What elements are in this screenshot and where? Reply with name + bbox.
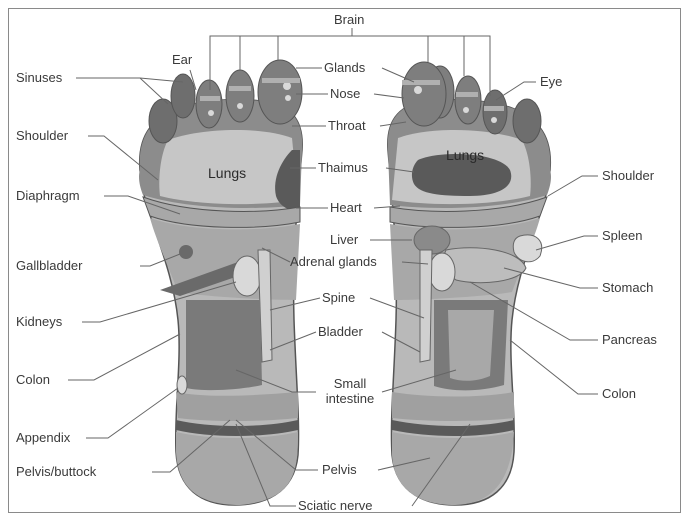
right-foot-toe-5 bbox=[513, 99, 541, 143]
label-shoulder-left: Shoulder bbox=[16, 128, 68, 143]
label-shoulder-right: Shoulder bbox=[602, 168, 654, 183]
left-foot-gallbladder-spot bbox=[179, 245, 193, 259]
right-foot-kidney bbox=[429, 253, 455, 291]
colon-right-leader bbox=[510, 340, 598, 394]
label-liver: Liver bbox=[330, 232, 358, 247]
right-foot-toe-dot bbox=[463, 107, 469, 113]
label-ear: Ear bbox=[172, 52, 192, 67]
right-foot: Lungs bbox=[388, 62, 551, 505]
left-foot-appendix bbox=[177, 376, 187, 394]
label-small-intestine-line1: Small bbox=[316, 376, 384, 391]
left-foot-toe-1 bbox=[258, 60, 302, 124]
label-pelvis-buttock: Pelvis/buttock bbox=[16, 464, 96, 479]
label-bladder: Bladder bbox=[318, 324, 363, 339]
left-foot-toe-band bbox=[200, 96, 220, 101]
label-pelvis: Pelvis bbox=[322, 462, 357, 477]
right-foot-toe-band bbox=[484, 106, 504, 111]
label-small-intestine: Small intestine bbox=[316, 376, 384, 406]
right-foot-toe-3 bbox=[455, 76, 481, 124]
left-foot-toe-4 bbox=[171, 74, 195, 118]
shoulder-right-leader bbox=[548, 176, 598, 196]
left-foot-colon-zone bbox=[176, 392, 298, 421]
label-gallbladder: Gallbladder bbox=[16, 258, 83, 273]
right-foot-toe-dot bbox=[491, 117, 497, 123]
label-brain: Brain bbox=[334, 12, 364, 27]
left-foot-toe-3 bbox=[196, 80, 222, 128]
right-foot-heel bbox=[392, 432, 514, 505]
label-spine: Spine bbox=[322, 290, 355, 305]
label-colon-right: Colon bbox=[602, 386, 636, 401]
left-foot-toe-band bbox=[229, 86, 251, 91]
sinuses-leader bbox=[76, 78, 168, 104]
label-appendix: Appendix bbox=[16, 430, 70, 445]
left-foot-toe-dot bbox=[285, 95, 291, 101]
right-foot-toe-band bbox=[456, 92, 478, 97]
label-throat: Throat bbox=[328, 118, 366, 133]
label-sciatic-nerve: Sciatic nerve bbox=[298, 498, 372, 513]
left-foot-toe-dot bbox=[208, 110, 214, 116]
nose-leader bbox=[374, 94, 404, 98]
label-glands: Glands bbox=[324, 60, 365, 75]
colon-left-leader bbox=[68, 334, 180, 380]
left-foot-toe-dot bbox=[237, 103, 243, 109]
label-adrenal-glands: Adrenal glands bbox=[290, 254, 377, 269]
left-foot-small-intestine bbox=[186, 300, 262, 390]
label-colon-left: Colon bbox=[16, 372, 50, 387]
label-eye: Eye bbox=[540, 74, 562, 89]
right-foot-toe-1 bbox=[402, 62, 446, 126]
label-nose: Nose bbox=[330, 86, 360, 101]
label-kidneys: Kidneys bbox=[16, 314, 62, 329]
label-small-intestine-line2: intestine bbox=[316, 391, 384, 406]
right-foot-toe-band bbox=[402, 80, 440, 85]
right-foot-toe-dot bbox=[414, 86, 422, 94]
left-foot-lungs-text: Lungs bbox=[208, 165, 246, 181]
right-foot-lungs-text: Lungs bbox=[446, 147, 484, 163]
appendix-leader bbox=[86, 388, 178, 438]
label-thaimus: Thaimus bbox=[318, 160, 368, 175]
label-heart: Heart bbox=[330, 200, 362, 215]
right-foot-spine-strip bbox=[420, 250, 432, 362]
left-foot-toe-dot bbox=[283, 82, 291, 90]
left-foot-heel bbox=[176, 432, 298, 505]
left-foot-toe-band bbox=[262, 78, 300, 83]
label-sinuses: Sinuses bbox=[16, 70, 62, 85]
left-foot-kidney bbox=[233, 256, 261, 296]
spleen-leader bbox=[536, 236, 598, 250]
left-foot: Lungs bbox=[139, 60, 302, 505]
right-foot-toe-4 bbox=[483, 90, 507, 134]
label-stomach: Stomach bbox=[602, 280, 653, 295]
label-diaphragm: Diaphragm bbox=[16, 188, 80, 203]
left-foot-toe-2 bbox=[226, 70, 254, 122]
label-spleen: Spleen bbox=[602, 228, 642, 243]
label-pancreas: Pancreas bbox=[602, 332, 657, 347]
